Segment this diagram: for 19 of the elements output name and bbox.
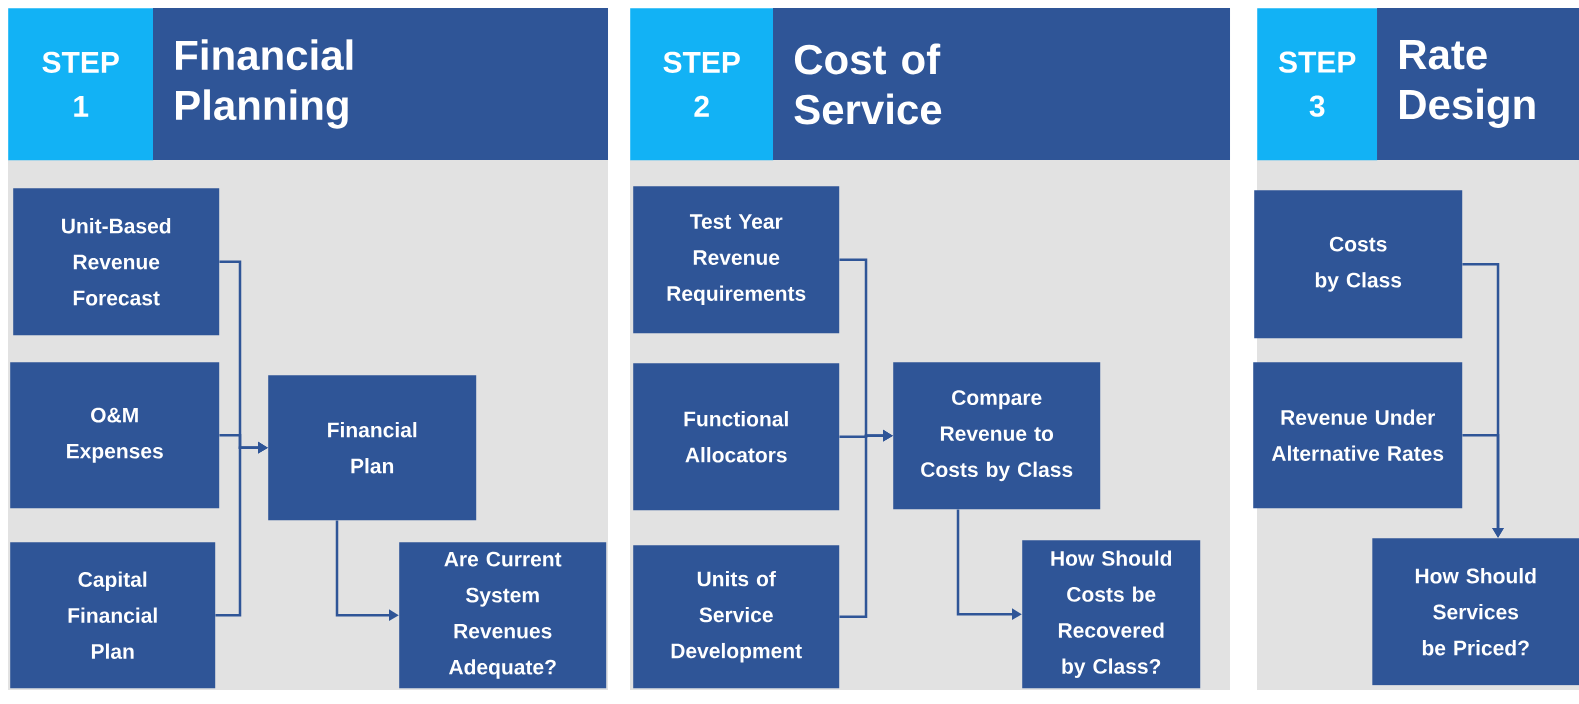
title-banner: Rate Design — [1377, 8, 1579, 160]
process-box: Compare Revenue to Costs by Class — [893, 362, 1101, 510]
process-box: How Should Costs be Recovered by Class? — [1022, 540, 1201, 689]
step-badge: STEP 3 — [1257, 8, 1378, 161]
process-box: How Should Services be Priced? — [1372, 538, 1579, 686]
process-box: Costs by Class — [1254, 190, 1463, 339]
title-banner: Financial Planning — [153, 8, 608, 160]
title-banner: Cost of Service — [773, 8, 1230, 160]
process-box: O&M Expenses — [10, 362, 220, 509]
process-box: Unit-Based Revenue Forecast — [13, 188, 220, 336]
process-box: Test Year Revenue Requirements — [633, 186, 840, 334]
process-box: Functional Allocators — [633, 363, 840, 511]
process-box: Financial Plan — [268, 375, 477, 521]
process-box: Capital Financial Plan — [10, 542, 216, 689]
step-badge: STEP 1 — [8, 8, 154, 161]
process-box: Revenue Under Alternative Rates — [1253, 362, 1463, 509]
step-badge: STEP 2 — [630, 8, 774, 161]
process-box: Are Current System Revenues Adequate? — [399, 542, 607, 689]
process-box: Units of Service Development — [633, 545, 840, 689]
